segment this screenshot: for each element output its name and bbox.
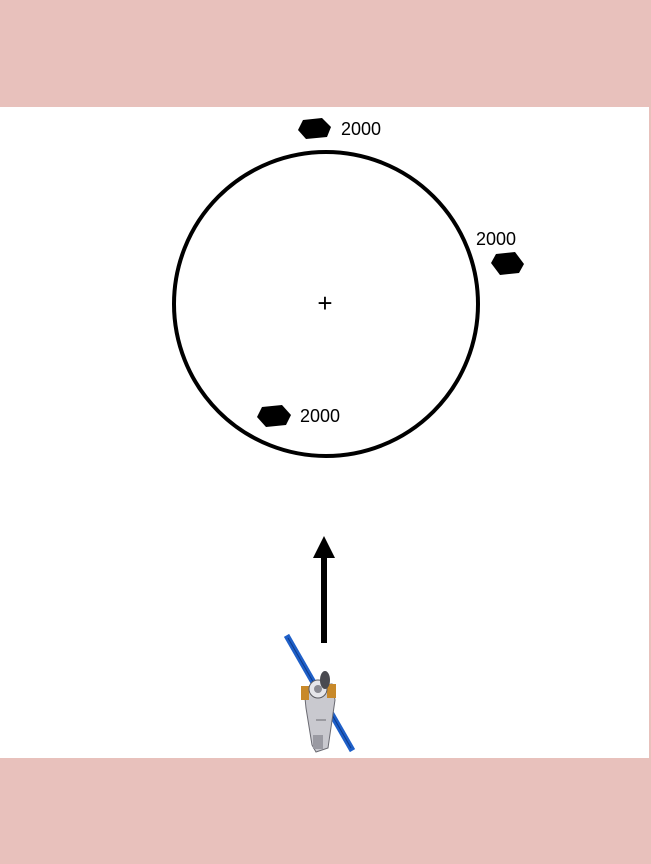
asteroid-1-value: 2000 (341, 119, 381, 139)
bottom-border-band (0, 758, 651, 864)
asteroid-3-value: 2000 (300, 406, 340, 426)
satellite-icon[interactable] (283, 633, 356, 753)
top-border-band (0, 0, 651, 107)
asteroid-icon (298, 118, 331, 139)
arrow-up-icon (313, 536, 335, 643)
asteroid-3[interactable]: 2000 (257, 405, 340, 427)
asteroid-icon (257, 405, 291, 427)
asteroid-icon (491, 252, 524, 275)
asteroid-1[interactable]: 2000 (298, 118, 381, 139)
asteroid-2-value: 2000 (476, 229, 516, 249)
target-circle (172, 150, 480, 458)
play-area[interactable] (0, 107, 649, 758)
asteroid-2[interactable]: 2000 (476, 229, 524, 275)
center-crosshair: + (317, 288, 332, 318)
